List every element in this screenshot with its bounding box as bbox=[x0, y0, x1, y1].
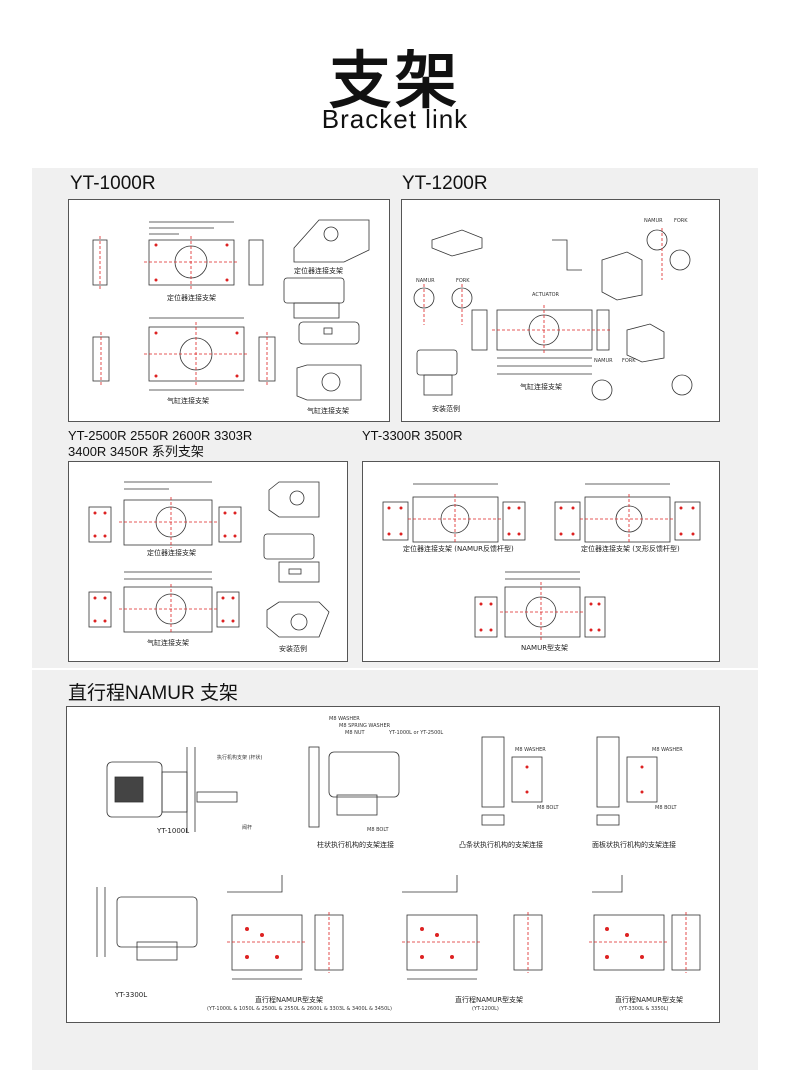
section-label-yt2500r-line1: YT-2500R 2550R 2600R 3303R bbox=[68, 428, 253, 443]
label-model-1000l: YT-1000L bbox=[157, 827, 190, 835]
section-label-yt2500r-line2: 3400R 3450R 系列支架 bbox=[68, 444, 204, 459]
label-actuator: ACTUATOR bbox=[532, 292, 560, 298]
label-namur-3: NAMUR bbox=[594, 358, 613, 364]
label-m8-washer-b: M8 WASHER bbox=[515, 747, 546, 753]
caption-namur-type: NAMUR型支架 bbox=[521, 644, 569, 652]
caption-cylinder-bracket-3d: 气缸连接支架 bbox=[307, 407, 349, 415]
panel-linear: 执行机构支架 (杆状) 阀杆 YT-1000L M8 WASHER M8 SPR… bbox=[66, 706, 720, 1023]
yt2500r-drawing bbox=[88, 481, 330, 638]
section-label-yt1000r: YT-1000R bbox=[70, 173, 156, 194]
label-fork-2: FORK bbox=[456, 278, 470, 284]
caption-install-example: 安装范例 bbox=[279, 645, 307, 653]
page-title-cn: 支架 bbox=[328, 44, 461, 117]
label-fork-1: FORK bbox=[674, 218, 688, 224]
label-model-3300l: YT-3300L bbox=[115, 991, 148, 999]
caption-cylinder-bracket: 气缸连接支架 bbox=[520, 383, 562, 391]
panel-yt1000r: 定位器连接支架 定位器连接支架 气缸连接支架 气缸连接支架 bbox=[68, 199, 390, 422]
caption-col-actuator: 柱状执行机构的支架连接 bbox=[317, 841, 394, 849]
caption-bracket-c: 直行程NAMUR型支架 bbox=[615, 996, 684, 1004]
caption-panel-actuator: 面板状执行机构的支架连接 bbox=[592, 841, 676, 849]
caption-positioner-bracket-3d: 定位器连接支架 bbox=[294, 267, 343, 275]
label-m8-bolt: M8 BOLT bbox=[367, 827, 389, 833]
panel-yt1200r: NAMUR FORK NAMUR FORK ACTUATOR NAMUR FOR… bbox=[401, 199, 720, 422]
panel-yt2500r: 定位器连接支架 气缸连接支架 安装范例 bbox=[68, 461, 348, 662]
label-namur-1: NAMUR bbox=[644, 218, 663, 224]
yt3300r-drawing bbox=[382, 483, 701, 642]
label-namur-2: NAMUR bbox=[416, 278, 435, 284]
label-m8-bolt-b: M8 BOLT bbox=[537, 805, 559, 811]
label-m8-bolt-c: M8 BOLT bbox=[655, 805, 677, 811]
section-label-yt1200r: YT-1200R bbox=[402, 173, 488, 194]
yt1200r-drawing bbox=[413, 228, 693, 401]
label-m8-washer-c: M8 WASHER bbox=[652, 747, 683, 753]
label-actuator-bracket: 执行机构支架 (杆状) bbox=[217, 755, 263, 761]
linear-drawing bbox=[96, 736, 701, 980]
caption-namur-feedback: 定位器连接支架 (NAMUR反馈杆型) bbox=[403, 545, 514, 553]
caption-rib-actuator: 凸条状执行机构的支架连接 bbox=[459, 841, 543, 849]
page-title-en: Bracket link bbox=[321, 104, 469, 134]
label-m8-washer: M8 WASHER bbox=[329, 716, 360, 722]
caption-bracket-b-models: (YT-1200L) bbox=[472, 1006, 499, 1012]
label-bolt-spec: YT-1000L or YT-2500L bbox=[389, 730, 444, 736]
caption-bracket-b: 直行程NAMUR型支架 bbox=[455, 996, 524, 1004]
panel-yt3300r: 定位器连接支架 (NAMUR反馈杆型) 定位器连接支架 (叉形反馈杆型) NAM… bbox=[362, 461, 720, 662]
label-fork-3: FORK bbox=[622, 358, 636, 364]
caption-fork-feedback: 定位器连接支架 (叉形反馈杆型) bbox=[581, 545, 680, 553]
caption-cylinder-bracket: 气缸连接支架 bbox=[167, 397, 209, 405]
label-m8-spring-washer: M8 SPRING WASHER bbox=[339, 723, 391, 729]
caption-bracket-a: 直行程NAMUR型支架 bbox=[255, 996, 324, 1004]
section-label-linear: 直行程NAMUR 支架 bbox=[68, 683, 238, 704]
caption-positioner-bracket: 定位器连接支架 bbox=[167, 294, 216, 302]
section-label-yt3300r: YT-3300R 3500R bbox=[362, 428, 463, 443]
caption-bracket-c-models: (YT-3300L & 3350L) bbox=[619, 1006, 669, 1012]
label-yoke: 阀杆 bbox=[242, 825, 253, 831]
caption-bracket-a-models: (YT-1000L & 1050L & 2500L & 2550L & 2600… bbox=[207, 1006, 392, 1012]
caption-cylinder-bracket: 气缸连接支架 bbox=[147, 639, 189, 647]
label-m8-nut: M8 NUT bbox=[345, 730, 365, 736]
caption-install-example: 安装范例 bbox=[432, 405, 460, 413]
yt1000r-drawing bbox=[92, 219, 370, 401]
caption-positioner-bracket: 定位器连接支架 bbox=[147, 549, 196, 557]
